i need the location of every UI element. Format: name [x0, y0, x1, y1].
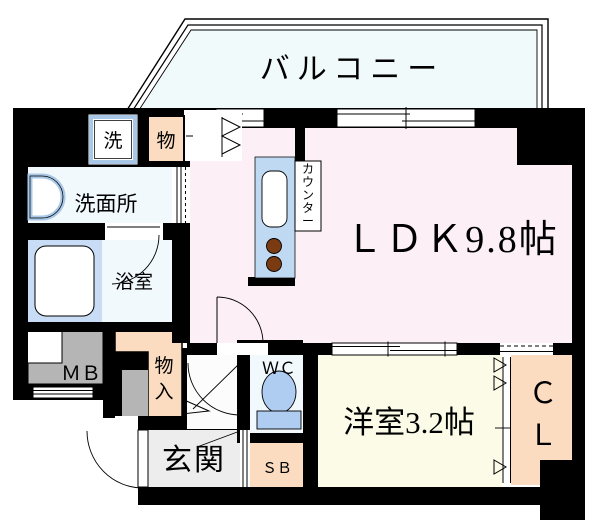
balcony-area: バルコニー	[125, 18, 549, 111]
storage-box	[147, 115, 185, 163]
meter-box-label: ＭＢ	[61, 363, 101, 385]
toilet-fixture	[256, 370, 302, 430]
western-room-label: 洋室3.2帖	[343, 405, 475, 440]
kitchen-counter	[254, 156, 296, 279]
counter-label-box: カウンター	[294, 160, 322, 232]
bedroom-closet-label: ＣＬ	[528, 378, 557, 452]
entrance-door	[86, 429, 149, 489]
entrance-floor	[148, 430, 240, 487]
closet-upper-opening	[500, 343, 553, 355]
washer-label: 洗	[103, 130, 122, 152]
toilet-room-label: ＷＣ	[262, 359, 296, 378]
counter-label: カウンター	[302, 162, 314, 228]
ldk-door	[216, 296, 268, 355]
storage-bifold-door	[184, 110, 242, 161]
hall-closet-door	[181, 398, 211, 415]
toilet-door	[187, 362, 241, 416]
entrance-label: 玄関	[162, 444, 226, 477]
bedroom-sliding-door	[331, 341, 458, 357]
storage-label: 物	[156, 130, 175, 152]
entrance-step	[187, 429, 250, 487]
balcony-window-large	[336, 107, 476, 129]
western-room-floor	[318, 355, 503, 487]
washer-space	[87, 113, 139, 166]
closet-folding-door	[493, 355, 511, 485]
ldk-label: ＬＤＫ9.8帖	[345, 219, 559, 261]
pipe-shaft	[122, 370, 148, 416]
wash-basin	[27, 173, 66, 221]
kitchen-sink	[261, 170, 288, 228]
balcony-label: バルコニー	[260, 53, 444, 86]
shoe-box-label: ＳＢ	[262, 461, 292, 477]
bathtub	[34, 245, 95, 317]
hallway-floor	[187, 355, 237, 430]
meter-box-vent	[32, 386, 94, 399]
bathroom-door	[105, 223, 163, 285]
stove-burner	[266, 256, 282, 272]
shoe-box-floor	[250, 443, 303, 487]
washroom-label: 洗面所	[75, 192, 138, 216]
washroom-sliding-door	[173, 167, 189, 223]
bathroom-label: 浴室	[115, 271, 153, 293]
hall-closet-label: 物入	[154, 355, 173, 403]
bathroom-floor	[102, 240, 172, 322]
stove-burner	[266, 238, 282, 254]
